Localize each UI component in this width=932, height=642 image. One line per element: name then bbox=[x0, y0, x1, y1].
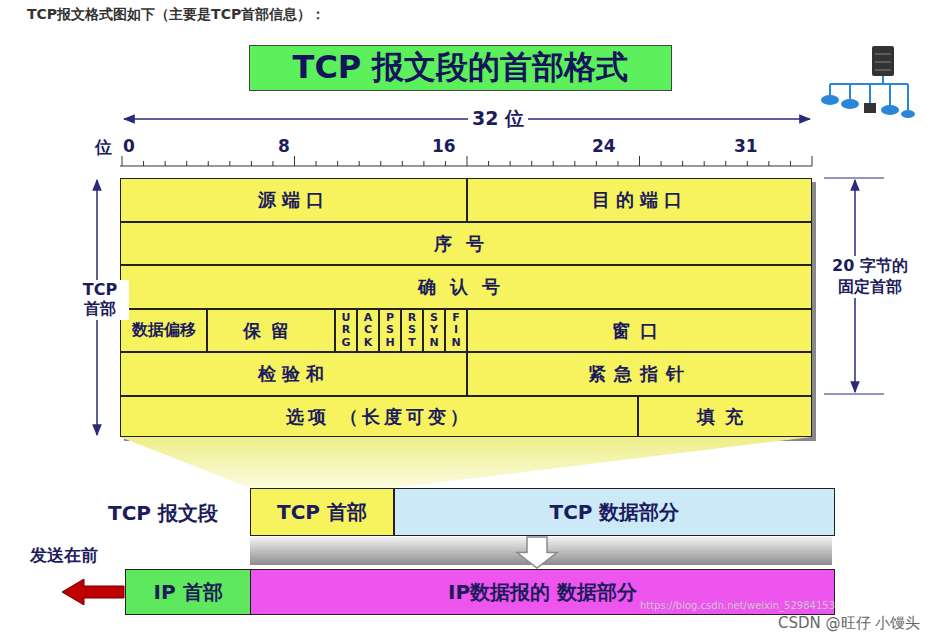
tick bbox=[824, 178, 884, 179]
field-name: 检验和 bbox=[258, 362, 330, 386]
field-name: 数据偏移 bbox=[132, 320, 196, 341]
field-name: 紧急指针 bbox=[588, 362, 692, 386]
field-cell: 源端口 bbox=[120, 178, 467, 222]
field-name: 确认号 bbox=[418, 275, 514, 299]
bit-number: 0 bbox=[123, 136, 135, 156]
width-label: 32 位 bbox=[468, 106, 528, 132]
field-name: IP数据报的 数据部分 bbox=[448, 579, 637, 606]
flag-cell: SYN bbox=[423, 309, 445, 352]
flag-cell: FIN bbox=[445, 309, 467, 352]
block-arrow bbox=[517, 537, 557, 568]
field-cell: 数据偏移 bbox=[120, 309, 207, 352]
field-name: TCP 报文段的首部格式 bbox=[293, 46, 629, 90]
field-name: TCP 数据部分 bbox=[550, 499, 680, 526]
field-cell: 确认号 bbox=[120, 265, 812, 309]
width-arrow bbox=[124, 118, 810, 120]
field-name: IP 首部 bbox=[153, 579, 222, 606]
field-name: 保留 bbox=[243, 319, 299, 343]
watermark: CSDN @旺仔 小馒头 bbox=[778, 614, 920, 633]
watermark: https://blog.csdn.net/weixin_52984153 bbox=[640, 600, 835, 611]
field-cell: 填充 bbox=[638, 396, 812, 437]
fixed-header-label: 20 字节的 固定首部 bbox=[818, 256, 922, 298]
field-cell: 检验和 bbox=[120, 352, 467, 396]
field-name: 窗口 bbox=[612, 319, 668, 343]
flag-name: SYN bbox=[429, 312, 440, 348]
field-cell: 紧急指针 bbox=[467, 352, 812, 396]
send-first-label: 发送在前 bbox=[30, 544, 98, 567]
field-cell: 目的端口 bbox=[467, 178, 812, 222]
flag-name: URG bbox=[341, 312, 352, 348]
bit-ruler bbox=[120, 156, 812, 166]
field-cell: 序号 bbox=[120, 222, 812, 265]
flag-name: RST bbox=[407, 312, 418, 348]
segment-box: TCP 首部 bbox=[250, 488, 394, 536]
flag-cell: ACK bbox=[357, 309, 379, 352]
bit-number: 16 bbox=[432, 136, 456, 156]
field-cell: 保留 bbox=[207, 309, 335, 352]
bit-number: 31 bbox=[734, 136, 758, 156]
field-cell: 选项 （长度可变） bbox=[120, 396, 638, 437]
field-name: 填充 bbox=[697, 405, 753, 429]
tick bbox=[824, 394, 884, 395]
flag-cell: URG bbox=[335, 309, 357, 352]
flag-cell: PSH bbox=[379, 309, 401, 352]
header-label: TCP 首部 bbox=[71, 280, 129, 320]
flag-name: PSH bbox=[385, 312, 396, 348]
network-icon bbox=[821, 46, 915, 118]
bit-number: 24 bbox=[592, 136, 616, 156]
packet-box: IP 首部 bbox=[125, 569, 251, 615]
field-name: 目的端口 bbox=[592, 188, 688, 212]
field-name: 序号 bbox=[434, 232, 498, 256]
flag-cell: RST bbox=[401, 309, 423, 352]
field-name: 源端口 bbox=[258, 188, 330, 212]
flag-name: FIN bbox=[451, 312, 462, 348]
title-box: TCP 报文段的首部格式 bbox=[249, 45, 672, 91]
field-name: 选项 （长度可变） bbox=[286, 405, 472, 429]
flag-name: ACK bbox=[363, 312, 374, 348]
send-arrow bbox=[62, 579, 124, 605]
segment-label: TCP 报文段 bbox=[108, 500, 218, 527]
bit-number: 8 bbox=[278, 136, 290, 156]
bit-label: 位 bbox=[95, 136, 112, 159]
page-heading: TCP报文格式图如下（主要是TCP首部信息）： bbox=[27, 6, 325, 24]
field-cell: 窗口 bbox=[467, 309, 812, 352]
segment-box: TCP 数据部分 bbox=[394, 488, 835, 536]
field-name: TCP 首部 bbox=[277, 499, 367, 526]
zoom-trapezoid bbox=[120, 437, 812, 488]
